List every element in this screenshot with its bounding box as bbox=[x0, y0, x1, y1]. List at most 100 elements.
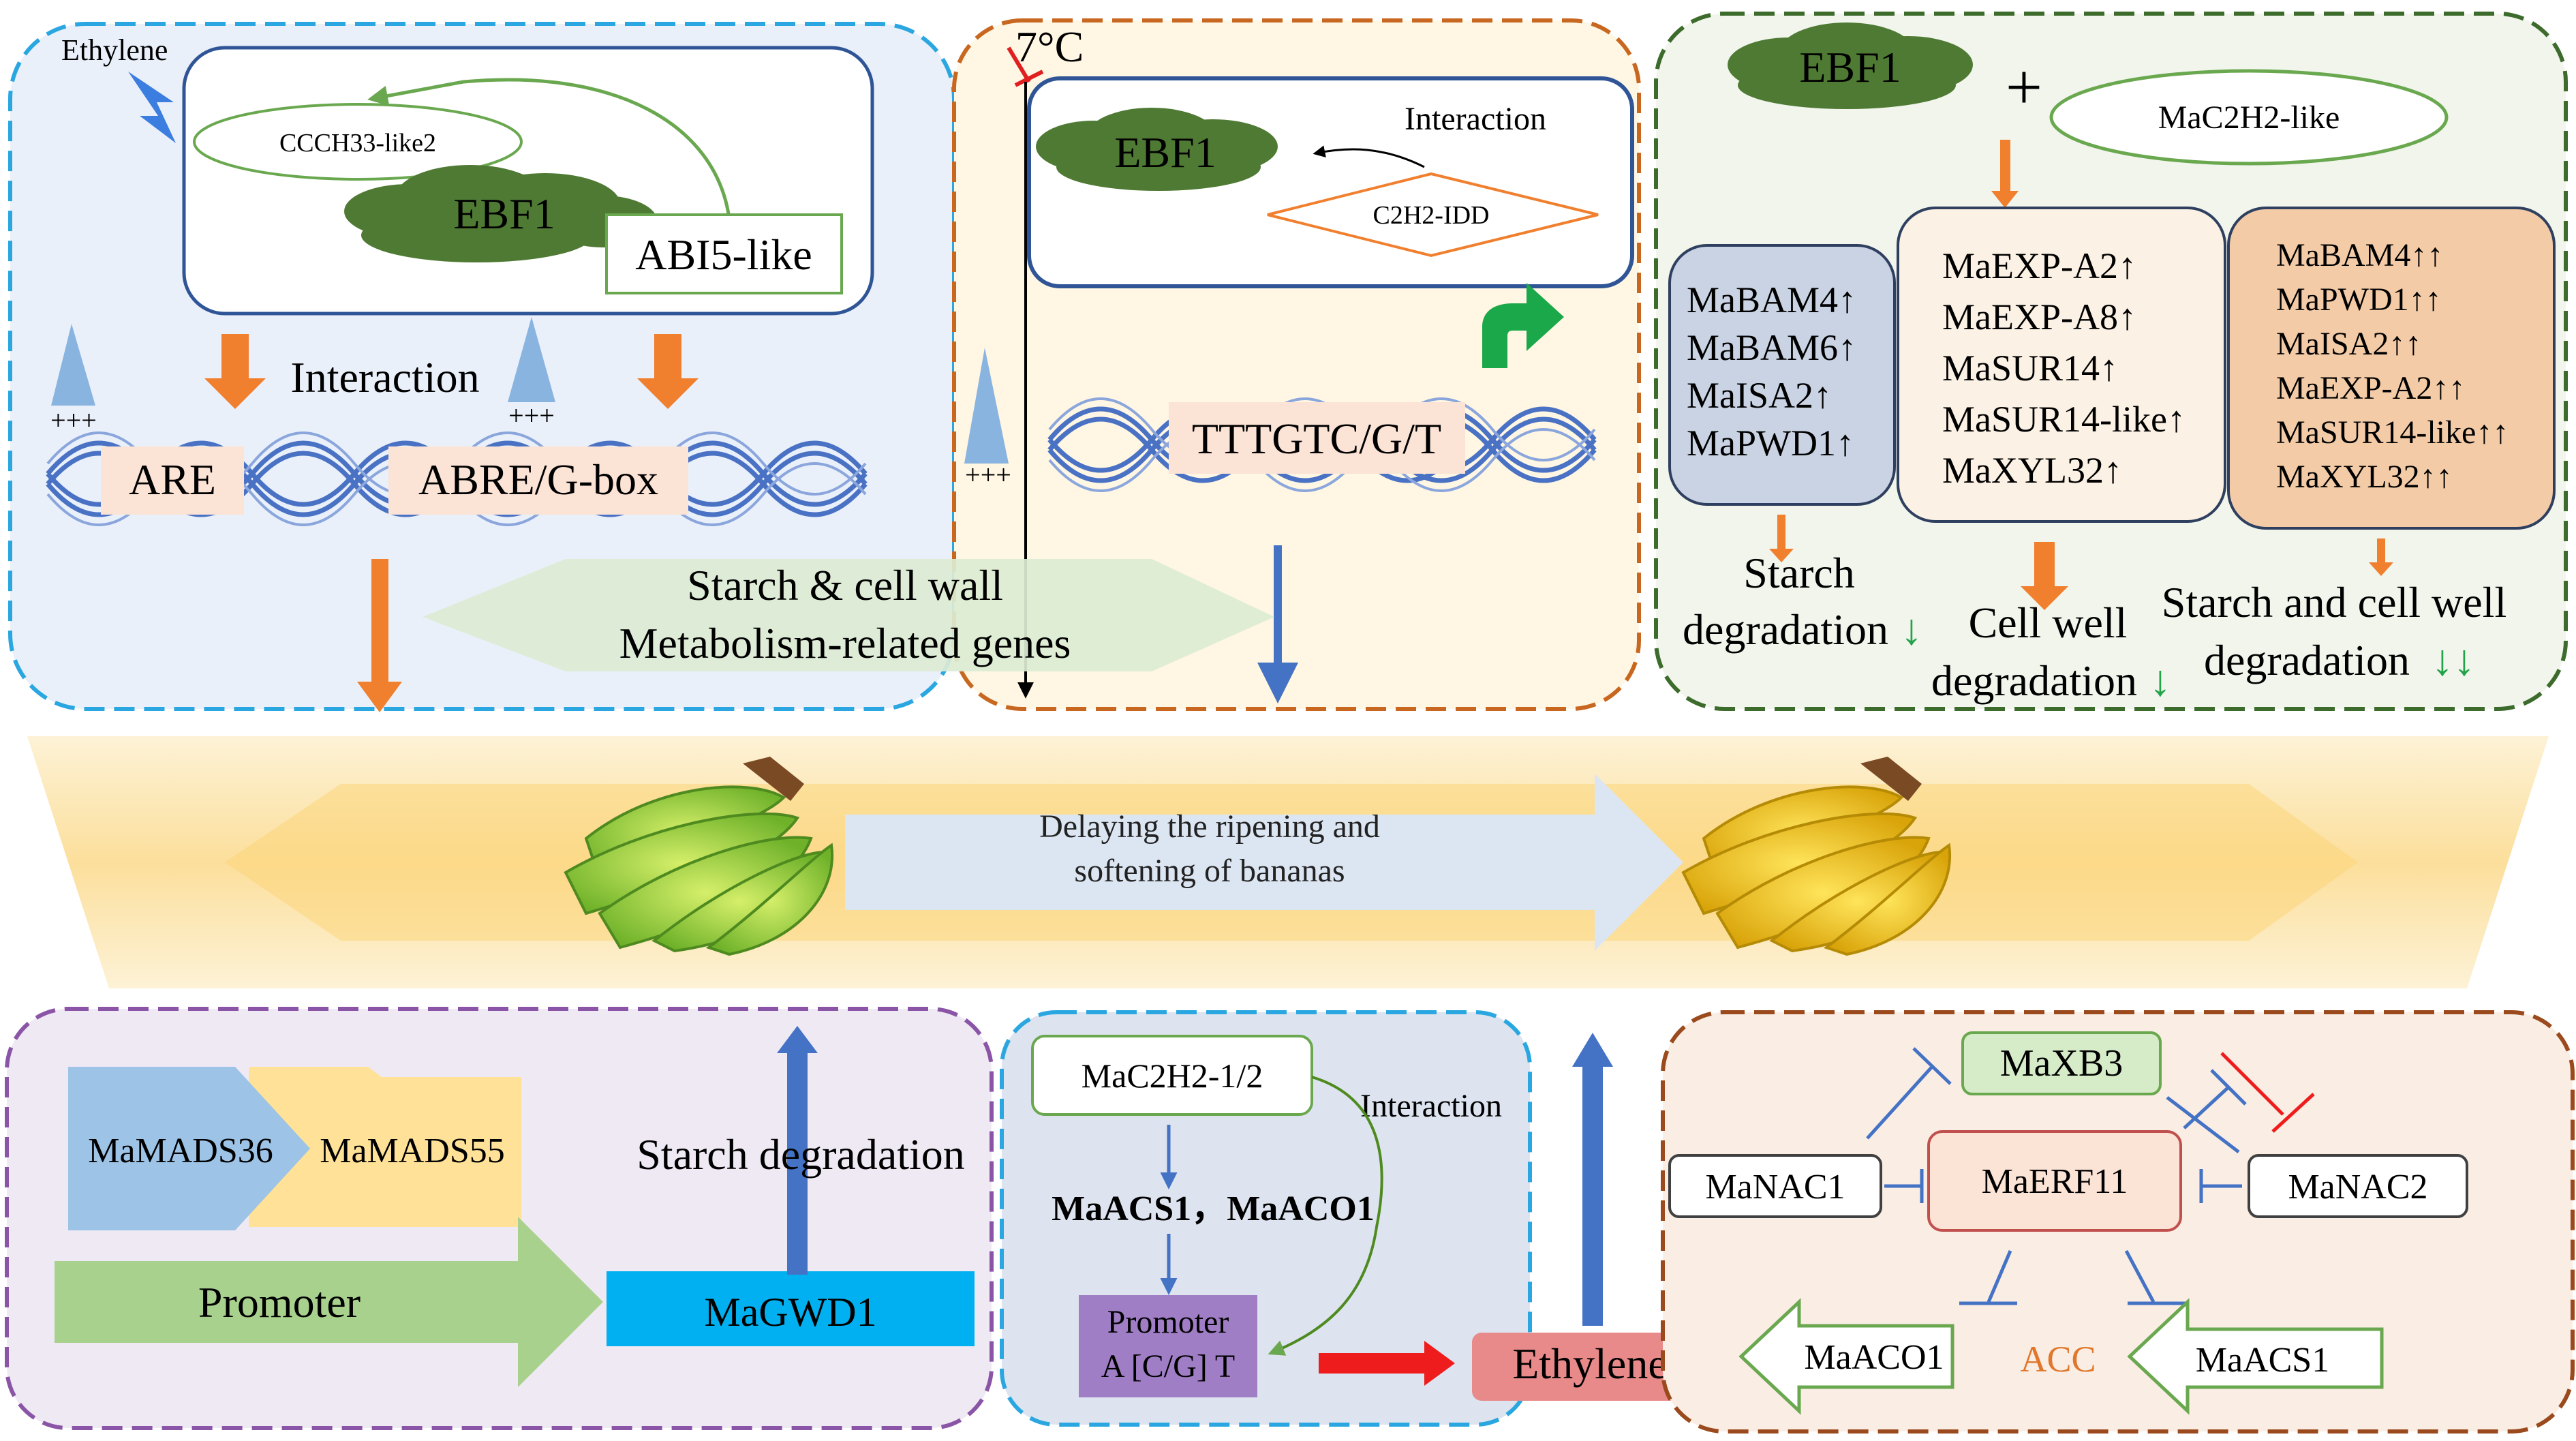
interaction-label-e: Interaction bbox=[1360, 1088, 1502, 1124]
orange-arrow-c-top bbox=[1991, 140, 2019, 208]
aco1-arrow bbox=[1738, 1298, 1954, 1415]
delay-text-line2: softening of bananas bbox=[1074, 853, 1345, 889]
plus-b: +++ bbox=[965, 459, 1011, 490]
mads36-shape bbox=[68, 1067, 310, 1230]
out1-arrow: ↓ bbox=[1901, 605, 1922, 654]
box1-gene-1: MaBAM4↑ bbox=[1687, 279, 1856, 320]
c2h2-label-e: MaC2H2-1/2 bbox=[1082, 1057, 1263, 1095]
ethylene-box bbox=[1472, 1333, 1707, 1401]
orange-arrow-a1 bbox=[204, 334, 266, 409]
out2-line2: degradation bbox=[1931, 656, 2137, 705]
yellow-banana-bunch bbox=[1681, 757, 1952, 956]
out2-arrow: ↓ bbox=[2149, 656, 2171, 705]
abre-label: ABRE/G-box bbox=[418, 455, 658, 504]
red-inhibition bbox=[2220, 1052, 2315, 1133]
inhibit-mark-b bbox=[1007, 46, 1044, 87]
acs1-label: MaACS1 bbox=[2196, 1341, 2329, 1380]
gene-box-1 bbox=[1668, 244, 1896, 506]
out3-line2: degradation bbox=[2204, 636, 2410, 684]
triangle-a-left bbox=[51, 324, 95, 406]
box3-gene-6: MaXYL32↑↑ bbox=[2276, 459, 2453, 495]
interaction-label-b: Interaction bbox=[1405, 101, 1546, 137]
nac1-label: MaNAC1 bbox=[1705, 1168, 1845, 1207]
box2-gene-1: MaEXP-A2↑ bbox=[1942, 245, 2136, 286]
orange-arrow-c3 bbox=[2369, 539, 2393, 576]
abi5-label: ABI5-like bbox=[635, 230, 812, 279]
triangle-b bbox=[964, 348, 1009, 464]
orange-arrow-c2 bbox=[2021, 542, 2068, 610]
orange-arrow-a2 bbox=[637, 334, 699, 409]
out2-line1: Cell well bbox=[1969, 598, 2128, 647]
mads55-shape bbox=[249, 1067, 521, 1227]
erf11-box bbox=[1927, 1130, 2182, 1232]
interaction-arrow-b bbox=[1313, 145, 1425, 168]
out3-arrow: ↓↓ bbox=[2432, 636, 2475, 684]
plus-sign-c: + bbox=[2006, 50, 2042, 123]
are-label: ARE bbox=[129, 455, 216, 504]
motif-box-b bbox=[1169, 402, 1465, 474]
out3-line1: Starch and cell well bbox=[2162, 578, 2506, 626]
green-turn-arrow bbox=[1482, 283, 1564, 368]
box3-gene-4: MaEXP-A2↑↑ bbox=[2276, 370, 2465, 406]
gene-box-3 bbox=[2227, 207, 2556, 530]
c2h2-diamond bbox=[1267, 172, 1599, 258]
mads36-label: MaMADS36 bbox=[88, 1132, 273, 1170]
gene-box-2 bbox=[1897, 207, 2226, 523]
acs1-arrow bbox=[2127, 1298, 2384, 1415]
motif-label-b: TTTGTC/G/T bbox=[1192, 414, 1441, 463]
lightning-icon bbox=[128, 72, 176, 143]
box3-gene-3: MaISA2↑↑ bbox=[2276, 326, 2421, 362]
box3-gene-1: MaBAM4↑↑ bbox=[2276, 237, 2443, 273]
ccch33-label: CCCH33-like2 bbox=[279, 129, 436, 157]
ebf1-cloud-a bbox=[344, 165, 658, 262]
out1-line2: degradation bbox=[1683, 605, 1888, 654]
nac2-box bbox=[2248, 1154, 2468, 1218]
box2-gene-3: MaSUR14↑ bbox=[1942, 348, 2118, 389]
abi5-to-ccch33-arrow bbox=[367, 78, 731, 219]
promoter-box-e bbox=[1079, 1295, 1257, 1397]
inhibition-lines bbox=[1866, 1047, 2247, 1305]
acc-label: ACC bbox=[2020, 1339, 2096, 1380]
box3-gene-5: MaSUR14-like↑↑ bbox=[2276, 414, 2509, 451]
ebf1-label-b: EBF1 bbox=[1114, 128, 1216, 177]
blue-arrow-ethylene-up bbox=[1572, 1033, 1613, 1326]
promoter-label-e: Promoter bbox=[1107, 1304, 1229, 1340]
aco1-label: MaACO1 bbox=[1804, 1338, 1944, 1377]
mac2h2-label: MaC2H2-like bbox=[2158, 100, 2340, 136]
interaction-label-a: Interaction bbox=[290, 353, 479, 401]
green-banana-bunch bbox=[564, 757, 834, 956]
ethylene-label: Ethylene bbox=[61, 33, 168, 67]
plus-a-left: +++ bbox=[50, 405, 97, 436]
hex-line1: Starch & cell wall bbox=[687, 561, 1003, 609]
orange-arrow-c1 bbox=[1769, 515, 1794, 562]
acs-aco-label: MaACS1，MaACO1 bbox=[1052, 1189, 1375, 1228]
mac2h2-ellipse bbox=[2049, 69, 2449, 166]
hex-line2: Metabolism-related genes bbox=[619, 619, 1071, 667]
box2-gene-2: MaEXP-A8↑ bbox=[1942, 297, 2136, 337]
promoter-arrow-d bbox=[55, 1217, 603, 1387]
abi5-box bbox=[605, 213, 843, 294]
red-arrow-e bbox=[1319, 1341, 1455, 1386]
box2-gene-5: MaXYL32↑ bbox=[1942, 450, 2122, 491]
interaction-arrow-e bbox=[1268, 1076, 1383, 1356]
ebf1-label-a: EBF1 bbox=[453, 189, 555, 238]
xb3-box bbox=[1961, 1031, 2162, 1095]
c2h2-label: C2H2-IDD bbox=[1373, 201, 1490, 230]
nac1-box bbox=[1668, 1154, 1882, 1218]
abre-box bbox=[388, 446, 688, 515]
orange-arrow-a-down bbox=[357, 559, 402, 712]
box1-gene-4: MaPWD1↑ bbox=[1687, 423, 1854, 464]
mads55-label: MaMADS55 bbox=[320, 1132, 505, 1170]
erf11-label: MaERF11 bbox=[1982, 1162, 2128, 1201]
ebf1-cloud-c bbox=[1728, 22, 1973, 109]
triangle-a-mid bbox=[508, 317, 555, 402]
promoter-label-d: Promoter bbox=[198, 1278, 361, 1326]
gwd1-box bbox=[607, 1271, 975, 1346]
box2-gene-4: MaSUR14-like↑ bbox=[1942, 399, 2186, 440]
ccch33-ellipse bbox=[193, 103, 523, 181]
box1-gene-2: MaBAM6↑ bbox=[1687, 327, 1856, 368]
temperature-label: 7°C bbox=[1015, 22, 1084, 71]
c2h2-box-e bbox=[1031, 1035, 1313, 1116]
are-box bbox=[101, 446, 244, 515]
